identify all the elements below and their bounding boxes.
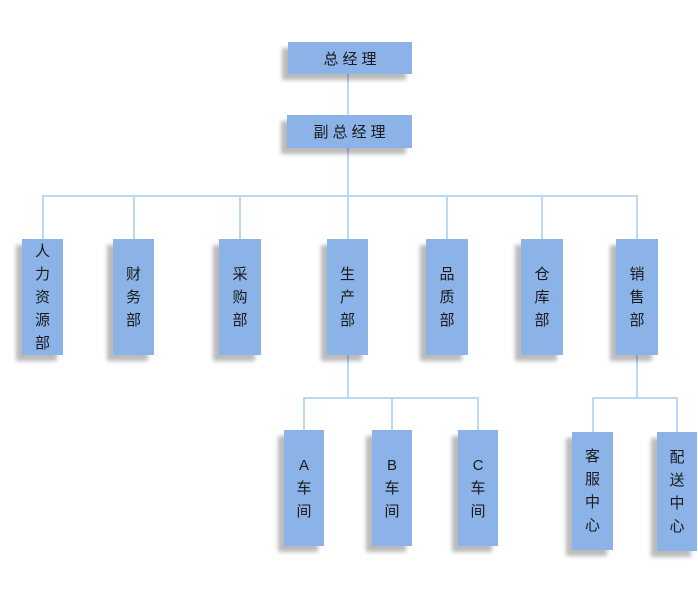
connector-line <box>636 355 638 397</box>
connector-line <box>347 355 349 397</box>
connector-line <box>592 397 678 399</box>
org-node-workshop-a: A车间 <box>284 430 324 546</box>
connector-line <box>347 195 349 239</box>
org-node-warehouse-dept: 仓库部 <box>521 239 563 355</box>
connector-line <box>347 148 349 195</box>
org-node-production-dept: 生产部 <box>327 239 368 355</box>
org-node-quality-dept: 品质部 <box>426 239 468 355</box>
connector-line <box>541 195 543 239</box>
connector-line <box>42 195 638 197</box>
org-node-customer-service-center: 客服中心 <box>572 432 613 550</box>
org-node-workshop-c: C车间 <box>458 430 498 546</box>
connector-line <box>636 195 638 239</box>
org-node-finance-dept: 财务部 <box>113 239 154 355</box>
connector-line <box>477 397 479 430</box>
connector-line <box>592 397 594 432</box>
connector-line <box>391 397 393 430</box>
org-node-distribution-center: 配送中心 <box>657 432 697 551</box>
connector-line <box>446 195 448 239</box>
connector-line <box>239 195 241 239</box>
connector-line <box>303 397 305 430</box>
connector-line <box>133 195 135 239</box>
org-node-purchasing-dept: 采购部 <box>219 239 261 355</box>
org-node-deputy-general-manager: 副总经理 <box>287 115 412 148</box>
connector-line <box>347 74 349 115</box>
connector-line <box>676 397 678 432</box>
org-node-sales-dept: 销售部 <box>616 239 658 355</box>
connector-line <box>42 195 44 239</box>
org-node-workshop-b: B车间 <box>372 430 412 546</box>
org-node-hr-dept: 人力资源部 <box>22 239 63 355</box>
org-node-general-manager: 总经理 <box>288 42 412 74</box>
